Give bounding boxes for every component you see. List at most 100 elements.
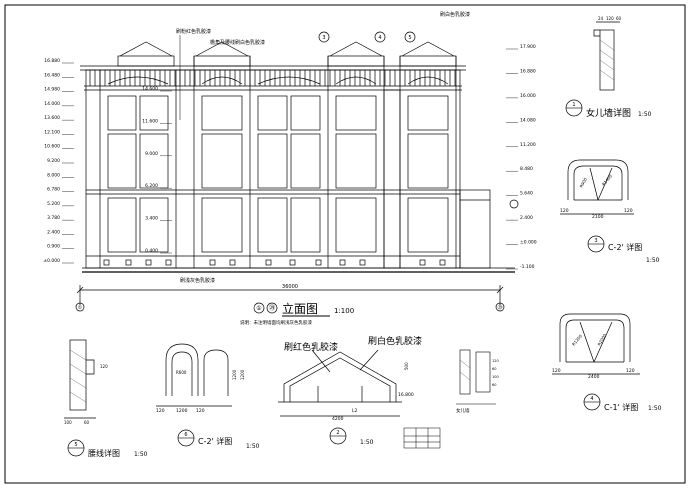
window-arch [407, 76, 449, 85]
callout-a: 3 [322, 35, 325, 41]
facade-elevation [80, 41, 515, 273]
elevation-label: 13.600 [44, 115, 60, 121]
window [139, 95, 169, 131]
elevation-label: 9.200 [47, 158, 60, 164]
window [335, 197, 377, 253]
detail-4-arch [552, 313, 640, 375]
elevation-label: 14.980 [44, 87, 60, 93]
facade-axis-b: ㉙ [269, 304, 275, 312]
facade-axis-a: ① [256, 305, 261, 312]
sheet-border [4, 4, 686, 484]
window [139, 197, 169, 253]
elevation-label: 3.400 [145, 216, 158, 222]
detail1-dim-a: 24 [598, 16, 604, 21]
note-top-mid: 檐角及腰线刷白色乳胶漆 [210, 39, 265, 46]
note-top-left: 刷粉红色乳胶漆 [176, 28, 211, 35]
detail6-dim-6: 1200 [240, 369, 245, 380]
elevation-label: 6.200 [145, 183, 158, 189]
vent [359, 259, 366, 266]
elevation-label: 16.880 [520, 68, 536, 74]
elevation-label: 11.200 [520, 142, 536, 148]
window-arch [335, 76, 377, 85]
detail3-title: C-2' 详图 [608, 242, 642, 252]
elevation-label: 17.900 [520, 44, 536, 50]
elevation-label: 5.200 [47, 201, 60, 207]
detail4-dim-4: R1200 [571, 333, 583, 346]
detail-3-arch [560, 159, 634, 215]
overall-width-label: 36000 [282, 284, 298, 290]
window-arch [201, 76, 243, 85]
vent [209, 259, 216, 266]
detail4-dim-3: 120 [626, 368, 635, 374]
parapet-balusters [89, 70, 456, 86]
drawing-stamp [403, 427, 441, 449]
detail1-title: 女儿墙详图 [586, 107, 631, 119]
detail2-label-right: 刷白色乳胶漆 [368, 335, 422, 347]
detail4-title: C-1' 详图 [604, 402, 638, 412]
overall-dimension [76, 285, 504, 305]
callout-b: 4 [378, 35, 381, 41]
right-elevation-marks: 17.90016.88016.00014.08011.2008.4805.640… [506, 44, 537, 270]
facade-footnote: 说明：未注明墙面均刷浅灰色乳胶漆 [240, 319, 312, 326]
vent [165, 259, 172, 266]
detail2-dim-width: 4200 [332, 416, 344, 422]
vent [439, 259, 446, 266]
detail3-dim-1: 120 [560, 208, 569, 214]
detail2-label-left: 刷红色乳胶漆 [284, 341, 338, 353]
detail-5-belt [64, 339, 96, 419]
elevation-label: 10.600 [44, 144, 60, 150]
basement-vents [103, 259, 446, 266]
detail4-dim-2: 2400 [588, 374, 600, 380]
axis-left-label: ① [78, 305, 83, 311]
detail2-dim-lintel: L2 [352, 408, 358, 414]
small-dim-2: 60 [492, 367, 496, 371]
window-arch [107, 76, 169, 85]
detail6-title: C-2' 详图 [198, 436, 232, 446]
elevation-label: 14.000 [44, 101, 60, 107]
elevation-label: 9.000 [145, 151, 158, 157]
detail3-dim-4: R900 [579, 177, 589, 189]
elevation-label: 16.000 [520, 93, 536, 99]
facade-title: 立面图 [282, 301, 318, 316]
small-dim-4: 60 [492, 383, 496, 387]
window [335, 95, 377, 131]
detail1-number: 1 [572, 102, 575, 108]
detail2-dim-height: 500 [404, 362, 409, 370]
small-dim-1: 120 [492, 359, 499, 363]
detail3-scale: 1:50 [646, 257, 660, 264]
window [139, 133, 169, 189]
elevation-label: 16.480 [44, 72, 60, 78]
detail6-scale: 1:50 [246, 443, 260, 450]
callout-c: 5 [408, 35, 411, 41]
elevation-label: 14.600 [142, 86, 158, 92]
window [407, 95, 449, 131]
detail4-scale: 1:50 [648, 405, 662, 412]
vent [229, 259, 236, 266]
window [335, 133, 377, 189]
vent [265, 259, 272, 266]
vent [315, 259, 322, 266]
detail-1-parapet [593, 21, 620, 91]
detail4-dim-5: R2000 [597, 332, 608, 346]
small-detail-label: 女儿墙 [456, 407, 470, 414]
axis-right-label: ㉙ [497, 304, 502, 311]
detail6-dim-5: 1200 [232, 369, 237, 380]
vent [125, 259, 132, 266]
window [201, 197, 243, 253]
detail4-number: 4 [590, 396, 593, 402]
elevation-label: 0.900 [47, 244, 60, 250]
elevation-label: 8.000 [47, 172, 60, 178]
elevation-label: 8.480 [520, 166, 533, 172]
detail1-scale: 1:50 [638, 111, 652, 118]
vent [289, 259, 296, 266]
window [407, 197, 449, 253]
elevation-label: 0.400 [145, 248, 158, 254]
detail3-dim-2: 2100 [592, 214, 604, 220]
window [107, 197, 137, 253]
detail4-dim-1: 120 [552, 368, 561, 374]
window [107, 95, 137, 131]
elevation-label: 3.780 [47, 215, 60, 221]
detail2-number: 2 [336, 430, 339, 436]
